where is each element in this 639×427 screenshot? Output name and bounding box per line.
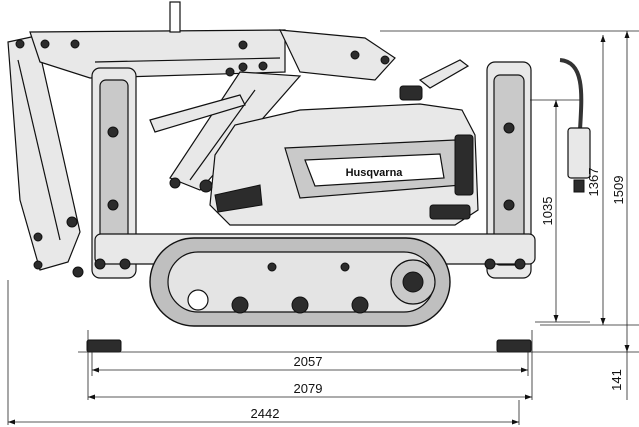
chassis-pin [484,258,496,270]
vent-grille [454,134,474,196]
dim-track-length: 2057 [294,354,323,369]
lower-vent [214,184,263,213]
step [429,204,471,220]
joint-pin [238,40,248,50]
cable [559,58,584,131]
joint-pin [380,55,390,65]
right-outrigger-foot [496,339,532,353]
joint-pin [225,67,235,77]
joint-pin [72,266,84,278]
dim-body-height: 1035 [540,197,555,226]
top-boom [29,29,286,79]
plug-tip [573,179,585,193]
dim-ground-clearance: 141 [609,369,624,391]
boom-hook [169,1,181,33]
joint-pin [350,50,360,60]
top-boom-rod [94,57,281,63]
body-pivot [199,179,213,193]
joint-pin [169,177,181,189]
joint-pin [40,39,50,49]
joint-pin [33,260,43,270]
upper-boom-right [279,29,396,81]
joint-pin [70,39,80,49]
outrigger-pin [107,199,119,211]
road-wheel [231,296,249,314]
outrigger-pin [503,122,515,134]
track-assembly [94,233,536,327]
outrigger-inner [99,79,129,261]
right-outrigger [486,61,532,353]
joint-pin [66,216,78,228]
handle-bar [418,59,470,89]
joint-pin [33,232,43,242]
outrigger-pin [107,126,119,138]
top-cap [399,85,423,101]
chassis-pin [94,258,106,270]
outrigger-pin [503,199,515,211]
dimension-lines: 2057 2079 2442 1035 1367 1509 141 [7,30,639,425]
logo-plate [304,153,445,187]
sprocket-hub [402,271,424,293]
idler-wheel [187,289,209,311]
dim-overall-length: 2442 [251,406,280,421]
joint-pin [258,61,268,71]
power-cable [418,58,591,193]
left-outrigger-foot [86,339,122,353]
track-bolt [340,262,350,272]
plug-connector [567,127,591,179]
brand-logo-text: Husqvarna [346,167,404,179]
chassis-pin [119,258,131,270]
dim-stance-width: 2079 [294,381,323,396]
road-wheel [351,296,369,314]
machine-body: Husqvarna [199,85,479,226]
boom-arm [7,1,396,278]
left-outrigger [86,67,137,353]
dim-outrigger-height: 1367 [586,168,601,197]
joint-pin [238,62,248,72]
outrigger-inner [493,74,525,266]
joint-pin [15,39,25,49]
tilt-cylinder [149,94,246,133]
chassis-pin [514,258,526,270]
left-arm-edge [17,59,61,241]
road-wheel [291,296,309,314]
dim-overall-height: 1509 [611,176,626,205]
track-bolt [267,262,277,272]
